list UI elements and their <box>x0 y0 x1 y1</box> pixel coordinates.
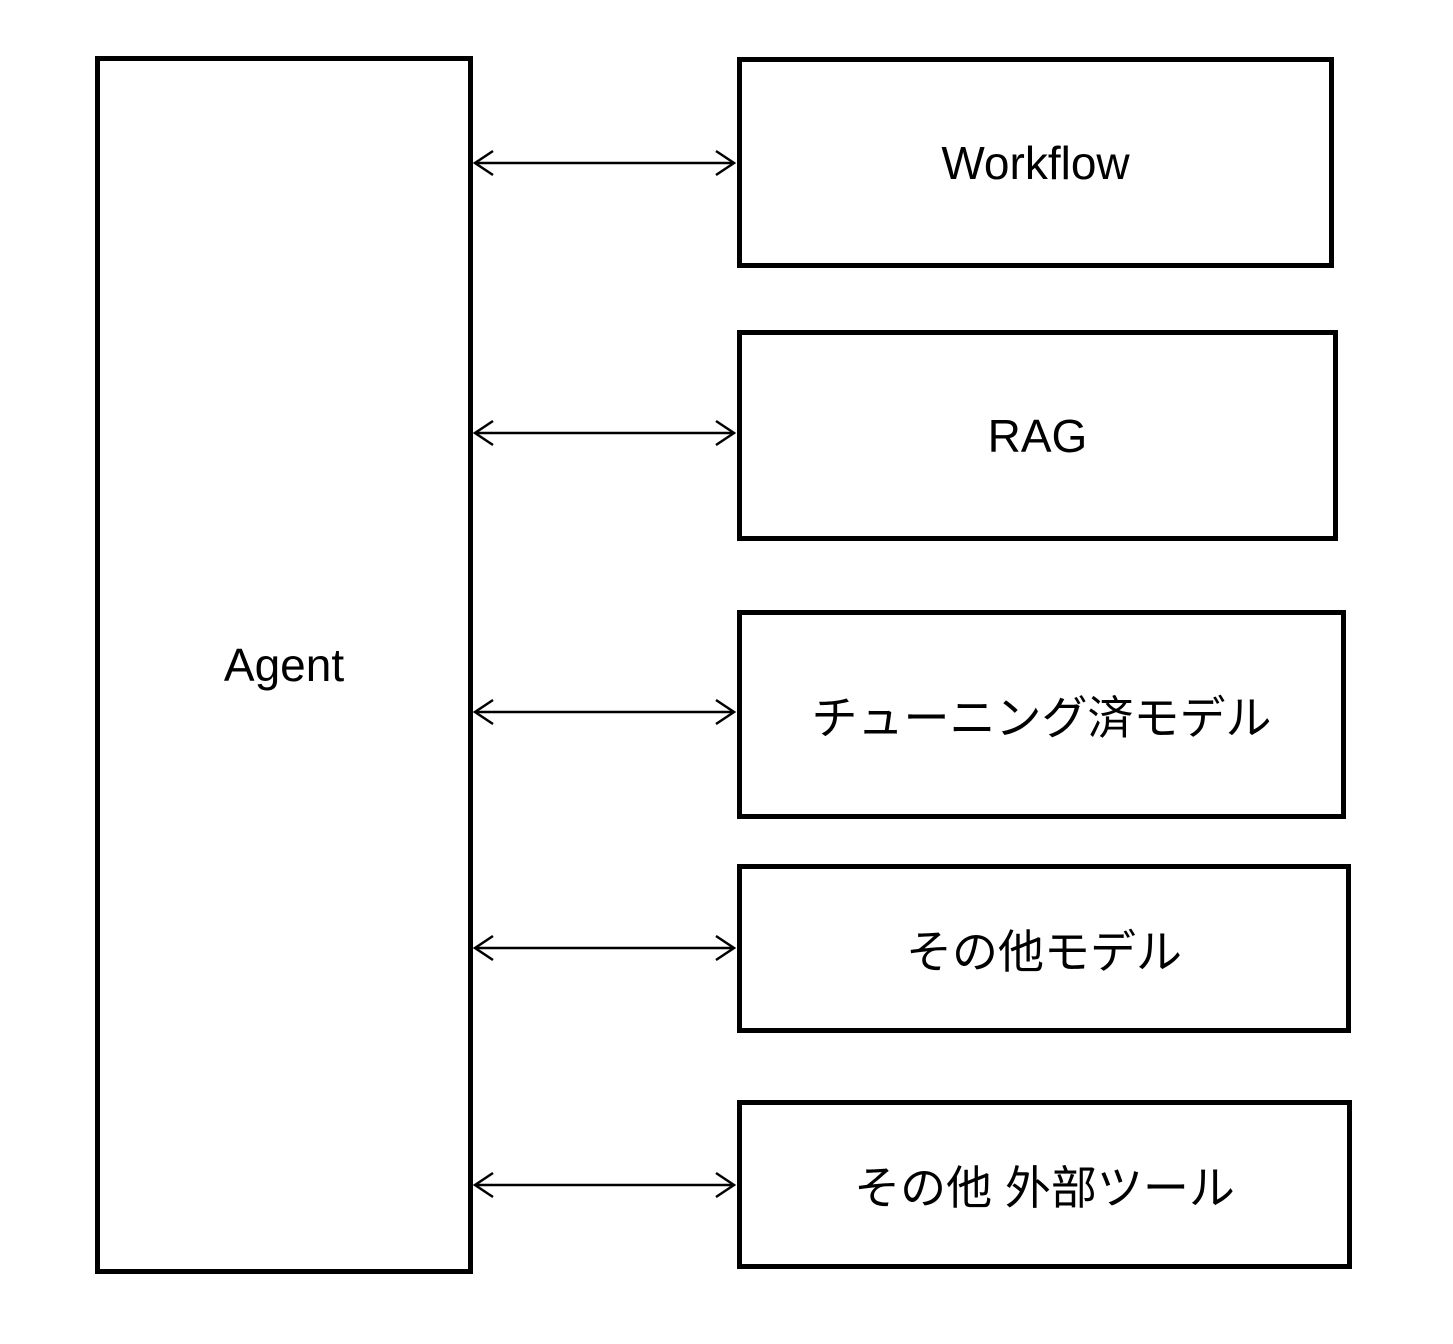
target-label-tuned-model: チューニング済モデル <box>811 691 1272 744</box>
agent-label: Agent <box>223 639 345 691</box>
target-box-other-external-tools: その他 外部ツール <box>737 1100 1352 1269</box>
target-label-rag: RAG <box>987 409 1088 462</box>
target-label-workflow: Workflow <box>941 136 1130 189</box>
bidirectional-arrow-agent-tuned-model <box>471 690 738 734</box>
target-box-other-models: その他モデル <box>737 864 1351 1033</box>
target-label-other-models: その他モデル <box>906 925 1182 978</box>
bidirectional-arrow-agent-workflow <box>471 141 738 185</box>
target-box-rag: RAG <box>737 330 1338 541</box>
bidirectional-arrow-agent-other-external-tools <box>471 1163 738 1207</box>
target-box-tuned-model: チューニング済モデル <box>737 610 1346 819</box>
target-box-workflow: Workflow <box>737 57 1334 268</box>
agent-box: Agent <box>95 56 473 1274</box>
bidirectional-arrow-agent-rag <box>471 411 738 455</box>
target-label-other-external-tools: その他 外部ツール <box>854 1161 1235 1214</box>
bidirectional-arrow-agent-other-models <box>471 926 738 970</box>
